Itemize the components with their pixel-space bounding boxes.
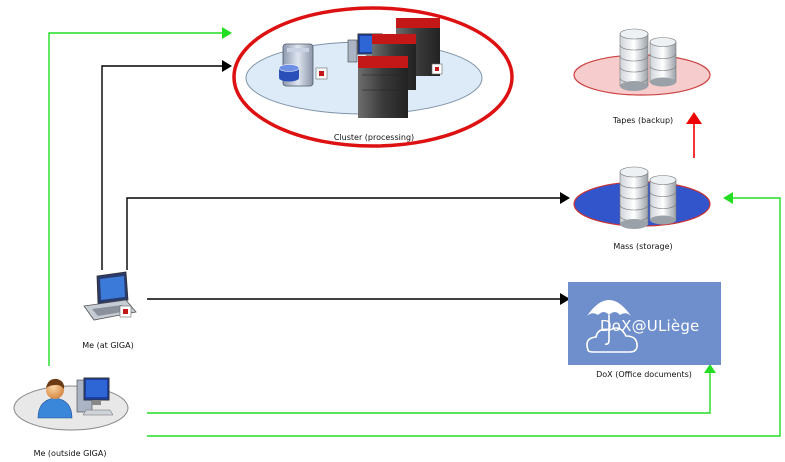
me-outside-node[interactable]: [13, 377, 129, 431]
dox-label: DoX (Office documents): [596, 370, 692, 379]
black-connection-mass: [126, 192, 570, 270]
me-giga-label: Me (at GIGA): [82, 341, 134, 350]
cluster-label: Cluster (processing): [333, 133, 415, 142]
umbrella-cloud-icon: [586, 300, 638, 353]
cluster-highlight-ring: [232, 6, 514, 148]
disk-stack-icon: [619, 28, 677, 91]
server-rack-icon: [358, 18, 443, 118]
green-connection-dox: [147, 364, 716, 414]
dox-node[interactable]: [568, 282, 721, 365]
dox-logo-text: DoX@ULiège: [600, 317, 700, 335]
green-connection-mass: [147, 192, 781, 437]
me-giga-node[interactable]: [83, 271, 137, 321]
red-connection-backup: [686, 112, 702, 158]
computer-icon: [76, 377, 114, 416]
mass-label: Mass (storage): [613, 242, 673, 251]
dox-logo-panel: [568, 282, 721, 365]
cluster-node[interactable]: [232, 6, 514, 148]
black-connection-dox: [147, 293, 570, 305]
disk-stack-icon: [619, 166, 677, 229]
storage-tower-icon: [278, 43, 328, 87]
tapes-node[interactable]: [573, 28, 711, 96]
black-connection-cluster: [101, 60, 232, 270]
person-icon: [37, 378, 73, 419]
tapes-label: Tapes (backup): [612, 116, 674, 125]
green-connection-cluster: [48, 27, 232, 366]
me-outside-label: Me (outside GIGA): [33, 449, 107, 458]
laptop-icon: [83, 271, 137, 321]
mass-node[interactable]: [573, 166, 711, 229]
